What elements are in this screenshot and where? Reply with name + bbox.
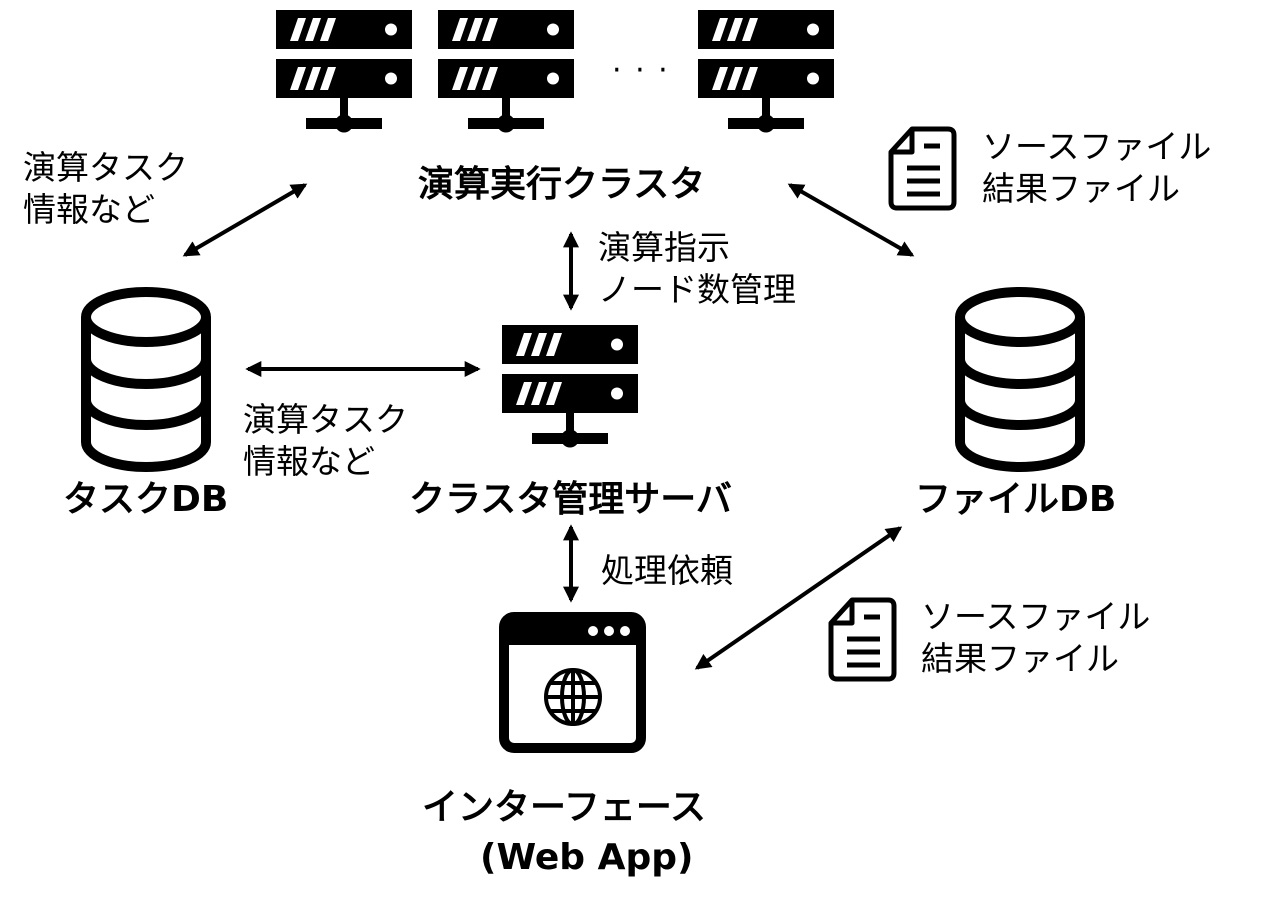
task-db-icon (86, 292, 206, 467)
edge-label-cluster-taskdb: 演算タスク 情報など (23, 147, 188, 231)
interface-sublabel: (Web App) (480, 837, 694, 878)
edge-label-line: ソースファイル (982, 127, 1212, 166)
edge-label-cluster-filedb: ソースファイル 結果ファイル (982, 126, 1211, 210)
edge-label-taskdb-manager: 演算タスク 情報など (243, 399, 408, 483)
edge-label-line: 情報など (23, 190, 155, 229)
file-db-icon (960, 292, 1080, 467)
cluster-server-3 (698, 10, 834, 133)
edge-label-line: 結果ファイル (982, 169, 1180, 208)
edge-label-line: 結果ファイル (921, 639, 1119, 678)
document-icon-top (891, 129, 954, 208)
edge-label-line: 演算指示 (598, 228, 730, 267)
edge-label-line: ソースファイル (921, 597, 1151, 636)
interface-label: インターフェース (422, 787, 707, 828)
edge-label-line: 演算タスク (243, 400, 408, 439)
cluster-server-2 (438, 10, 574, 133)
edge-label-line: ノード数管理 (598, 270, 796, 309)
cluster-manager-server-icon (502, 325, 638, 448)
edge-label-line: 情報など (243, 442, 375, 481)
edge-label-cluster-manager: 演算指示 ノード数管理 (598, 227, 796, 311)
arrow-cluster-filedb (787, 183, 915, 257)
edge-label-line: 演算タスク (23, 148, 188, 187)
edge-label-filedb-interface: ソースファイル 結果ファイル (921, 596, 1150, 680)
cluster-server-1 (276, 10, 412, 133)
cluster-manager-label: クラスタ管理サーバ (409, 479, 732, 520)
edge-label-manager-interface: 処理依頼 (601, 550, 733, 592)
file-db-label: ファイルDB (915, 479, 1117, 520)
edge-label-line: 処理依頼 (601, 551, 733, 590)
arrow-cluster-taskdb (182, 183, 308, 257)
cluster-ellipsis: · · · (612, 53, 670, 88)
task-db-label: タスクDB (63, 479, 229, 520)
browser-globe-icon (499, 612, 646, 753)
arrow-filedb-interface (694, 526, 903, 670)
compute-cluster-label: 演算実行クラスタ (418, 164, 706, 205)
document-icon-bottom (831, 600, 894, 679)
